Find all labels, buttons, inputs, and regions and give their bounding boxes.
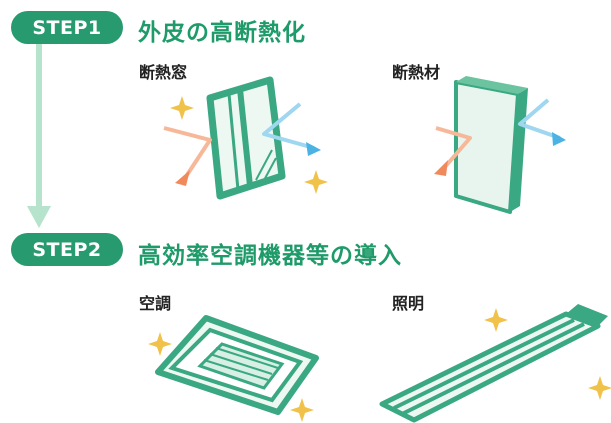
step2-title: 高効率空調機器等の導入 (138, 243, 402, 269)
item-insulation-material-label: 断熱材 (392, 63, 441, 82)
air-conditioner-icon (155, 315, 319, 415)
step-flow-arrow (27, 44, 51, 228)
sparkle-icons (148, 96, 611, 422)
step1-title: 外皮の高断熱化 (138, 20, 306, 46)
item-insulated-window-label: 断熱窓 (139, 63, 188, 82)
step2-badge: STEP2 (11, 233, 123, 266)
step1-badge: STEP1 (11, 11, 123, 44)
item-air-conditioning-label: 空調 (139, 294, 172, 313)
sparkle-icon (588, 376, 611, 400)
sparkle-icon (170, 96, 194, 120)
insulated-window-icon (163, 76, 321, 200)
light-fixture-icon (379, 304, 608, 423)
sparkle-icon (148, 332, 172, 356)
sparkle-icon (290, 398, 314, 422)
insulation-panel-icon (434, 76, 566, 214)
sparkle-icon (304, 170, 328, 194)
item-lighting-label: 照明 (392, 294, 425, 313)
sparkle-icon (484, 308, 508, 332)
